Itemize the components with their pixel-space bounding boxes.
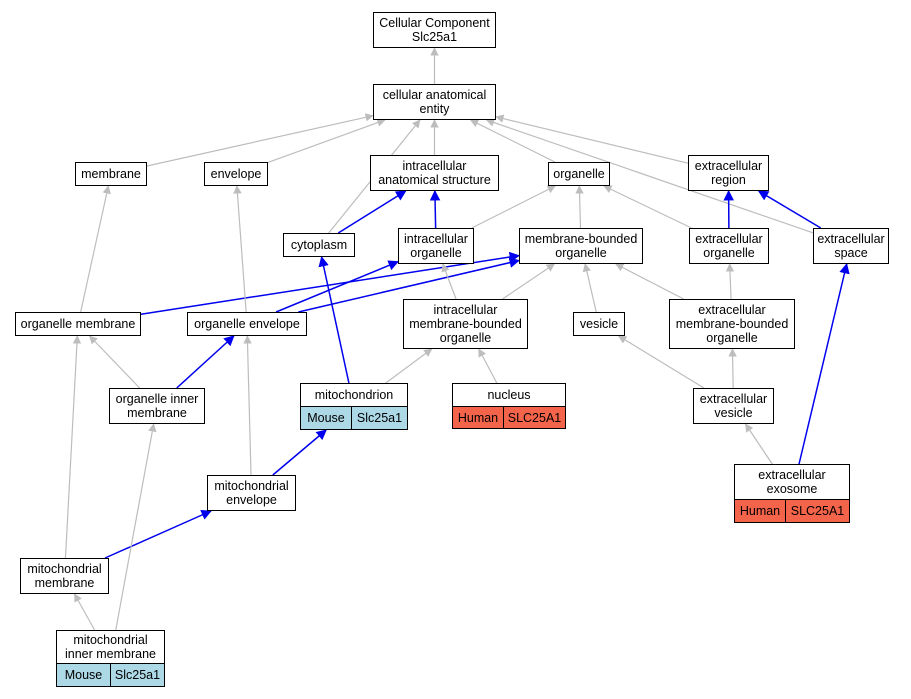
edge-icorg-to-ias: [429, 189, 441, 229]
edge-organelle-to-cae: [469, 119, 556, 163]
gene-cell: Slc25a1: [351, 407, 407, 429]
node-mitochondrial-envelope[interactable]: mitochondrial envelope: [207, 475, 296, 511]
node-organelle-envelope[interactable]: organelle envelope: [187, 312, 307, 336]
edge-ecspace-to-cae: [485, 118, 814, 234]
gene-cell: SLC25A1: [503, 407, 565, 428]
node-membrane[interactable]: membrane: [75, 162, 147, 186]
edge-ecvesicle-to-vesicle: [617, 335, 705, 389]
edge-ecregion-to-cae: [495, 114, 689, 164]
annotation-row-mitochondrial-inner-membrane: Mouse Slc25a1: [56, 664, 165, 687]
node-vesicle[interactable]: vesicle: [573, 312, 625, 336]
edge-ecorg-to-organelle: [603, 185, 692, 229]
node-cytoplasm[interactable]: cytoplasm: [283, 233, 355, 257]
edge-mitoenv-to-mito: [272, 429, 327, 476]
edge-orginner-to-orgmem: [88, 335, 141, 389]
edge-ecmborg-to-ecorg: [725, 263, 735, 300]
node-mitochondrial-membrane[interactable]: mitochondrial membrane: [20, 558, 109, 594]
edge-orgenv-to-envelope: [233, 185, 247, 313]
edge-orgenv-to-icorg: [275, 260, 399, 313]
node-extracellular-region[interactable]: extracellular region: [688, 155, 769, 191]
node-extracellular-space[interactable]: extracellular space: [813, 228, 889, 264]
species-cell: Human: [735, 500, 785, 522]
node-membrane-bounded-organelle[interactable]: membrane-bounded organelle: [519, 228, 643, 264]
edge-envelope-to-cae: [267, 118, 386, 163]
edge-ecmborg-to-mborg: [615, 263, 684, 300]
edge-orginner-to-orgenv: [176, 335, 235, 389]
node-intracellular-membrane-bounded-organelle[interactable]: intracellular membrane-bounded organelle: [403, 299, 528, 349]
edge-ecvesicle-to-ecmborg: [728, 348, 737, 389]
edge-mborg-to-organelle: [575, 185, 584, 229]
node-extracellular-exosome[interactable]: extracellular exosome: [734, 464, 850, 500]
edge-mito-to-icmborg: [385, 348, 433, 384]
edge-mitomem-to-mitoenv: [104, 510, 212, 559]
node-envelope[interactable]: envelope: [204, 162, 268, 186]
gene-cell: SLC25A1: [785, 500, 849, 522]
edge-mito-to-cytoplasm: [318, 255, 350, 384]
annotation-row-mitochondrion: Mouse Slc25a1: [300, 407, 408, 430]
annotation-row-nucleus: Human SLC25A1: [452, 407, 566, 429]
edge-mitomem-to-orgmem: [64, 335, 82, 559]
node-extracellular-vesicle[interactable]: extracellular vesicle: [693, 388, 774, 424]
node-cellular-anatomical-entity[interactable]: cellular anatomical entity: [373, 84, 496, 120]
annotation-row-extracellular-exosome: Human SLC25A1: [734, 500, 850, 523]
edge-mitoenv-to-orgenv: [243, 335, 252, 476]
edge-mitoinner-to-orginner: [115, 423, 157, 631]
node-intracellular-anatomical-structure[interactable]: intracellular anatomical structure: [370, 155, 499, 191]
species-cell: Mouse: [301, 407, 351, 429]
species-cell: Human: [453, 407, 503, 428]
node-extracellular-organelle[interactable]: extracellular organelle: [689, 228, 769, 264]
edge-membrane-to-cae: [146, 113, 374, 167]
species-cell: Mouse: [57, 664, 110, 686]
node-cellular-component[interactable]: Cellular Component Slc25a1: [373, 12, 496, 48]
edge-exosome-to-ecvesicle: [745, 423, 773, 465]
edge-mitoinner-to-mitomem: [74, 593, 96, 631]
gene-cell: Slc25a1: [110, 664, 164, 686]
node-mitochondrion[interactable]: mitochondrion: [300, 383, 408, 407]
node-organelle[interactable]: organelle: [548, 162, 610, 186]
edge-cytoplasm-to-ias: [337, 190, 407, 234]
node-mitochondrial-inner-membrane[interactable]: mitochondrial inner membrane: [56, 630, 165, 664]
node-intracellular-organelle[interactable]: intracellular organelle: [398, 228, 474, 264]
edge-ecspace-to-ecregion: [757, 190, 822, 229]
edge-orgmem-to-membrane: [80, 185, 111, 313]
edge-icmborg-to-icorg: [441, 263, 457, 300]
node-organelle-membrane[interactable]: organelle membrane: [15, 312, 141, 336]
edge-exosome-to-ecspace: [798, 262, 850, 465]
edge-nucleus-to-icmborg: [478, 348, 498, 384]
edge-orgenv-to-mborg: [298, 257, 521, 313]
edge-vesicle-to-mborg: [582, 263, 597, 313]
node-organelle-inner-membrane[interactable]: organelle inner membrane: [109, 388, 205, 424]
node-extracellular-membrane-bounded-organelle[interactable]: extracellular membrane-bounded organelle: [669, 299, 795, 349]
edge-icmborg-to-mborg: [502, 263, 556, 300]
node-nucleus[interactable]: nucleus: [452, 383, 566, 407]
edge-icorg-to-organelle: [471, 185, 556, 229]
